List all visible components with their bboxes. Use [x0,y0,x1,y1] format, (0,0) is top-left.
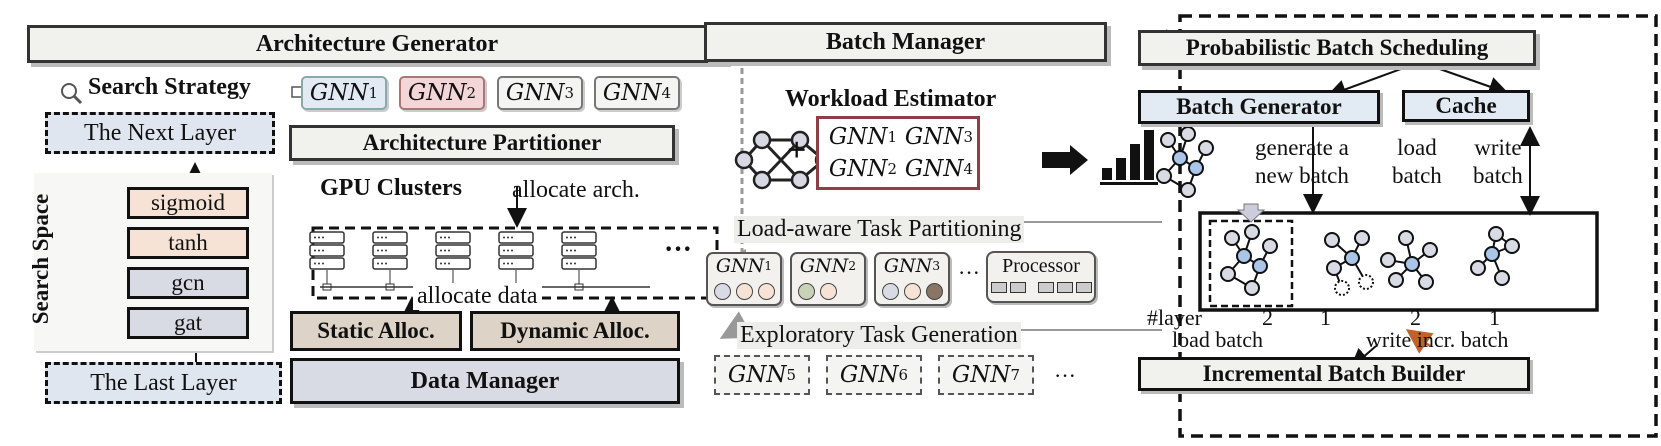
explore-ellipsis: ··· [1054,363,1076,388]
incremental-batch-builder: Incremental Batch Builder [1138,357,1530,391]
next-layer-box: The Next Layer [45,112,275,154]
gpu-ellipsis: ··· [664,234,693,265]
loaded-batch-highlight [1208,219,1294,308]
allocate-arch-label: allocate arch. [512,177,640,203]
op-gcn: gcn [127,267,249,299]
batch-row [1198,211,1599,312]
static-alloc: Static Alloc. [290,311,462,351]
estimator-gnn-box [816,116,980,190]
batch-generator: Batch Generator [1138,90,1380,124]
load-batch-label: load batch [1172,327,1264,352]
exploratory-title: Exploratory Task Generation [737,322,1021,349]
op-tanh: tanh [127,227,249,259]
magnifier-icon [58,80,84,106]
cache: Cache [1402,90,1530,122]
task-dot [798,283,815,300]
task-dot [820,283,837,300]
search-space-label: Search Space [28,193,53,325]
plus-sign: + [787,132,807,169]
probabilistic-batch-scheduling: Probabilistic Batch Scheduling [1138,30,1536,66]
batch-manager: Batch Manager [704,22,1107,62]
write-incr-label: write incr. batch [1366,327,1509,352]
processor-label: Processor [1002,255,1080,277]
estimator-arrow [1042,145,1088,175]
scheduling-region [1178,14,1658,438]
load-aware-title: Load-aware Task Partitioning [734,216,1025,243]
op-gat: gat [127,307,249,339]
task-dot [926,283,943,300]
search-strategy-label: Search Strategy [88,74,251,100]
bar-chart-icon [1100,130,1158,185]
task-dot [882,283,899,300]
layer-label: #layer [1147,305,1202,330]
layer-value-1: 2 [1262,305,1273,330]
task-dot [758,283,775,300]
task-dot [736,283,753,300]
layer-value-4: 1 [1489,305,1500,330]
task-ellipsis: ··· [958,260,980,285]
op-sigmoid: sigmoid [127,187,249,219]
task-dot [904,283,921,300]
allocate-data-label: allocate data [413,283,542,310]
batch-graphs [1156,126,1520,296]
workload-estimator-title: Workload Estimator [785,86,997,112]
layer-value-2: 1 [1320,305,1331,330]
architecture-partitioner: Architecture Partitioner [289,125,675,161]
architecture-generator: Architecture Generator [27,25,727,63]
server-icons [309,231,597,291]
data-manager: Data Manager [290,358,680,404]
processor-cores [988,282,1094,293]
layer-value-3: 2 [1410,305,1421,330]
gpu-clusters-label: GPU Clusters [320,175,462,201]
task-dot [714,283,731,300]
dynamic-alloc: Dynamic Alloc. [470,311,680,351]
last-layer-box: The Last Layer [45,362,282,404]
processor-box: Processor [986,251,1096,303]
